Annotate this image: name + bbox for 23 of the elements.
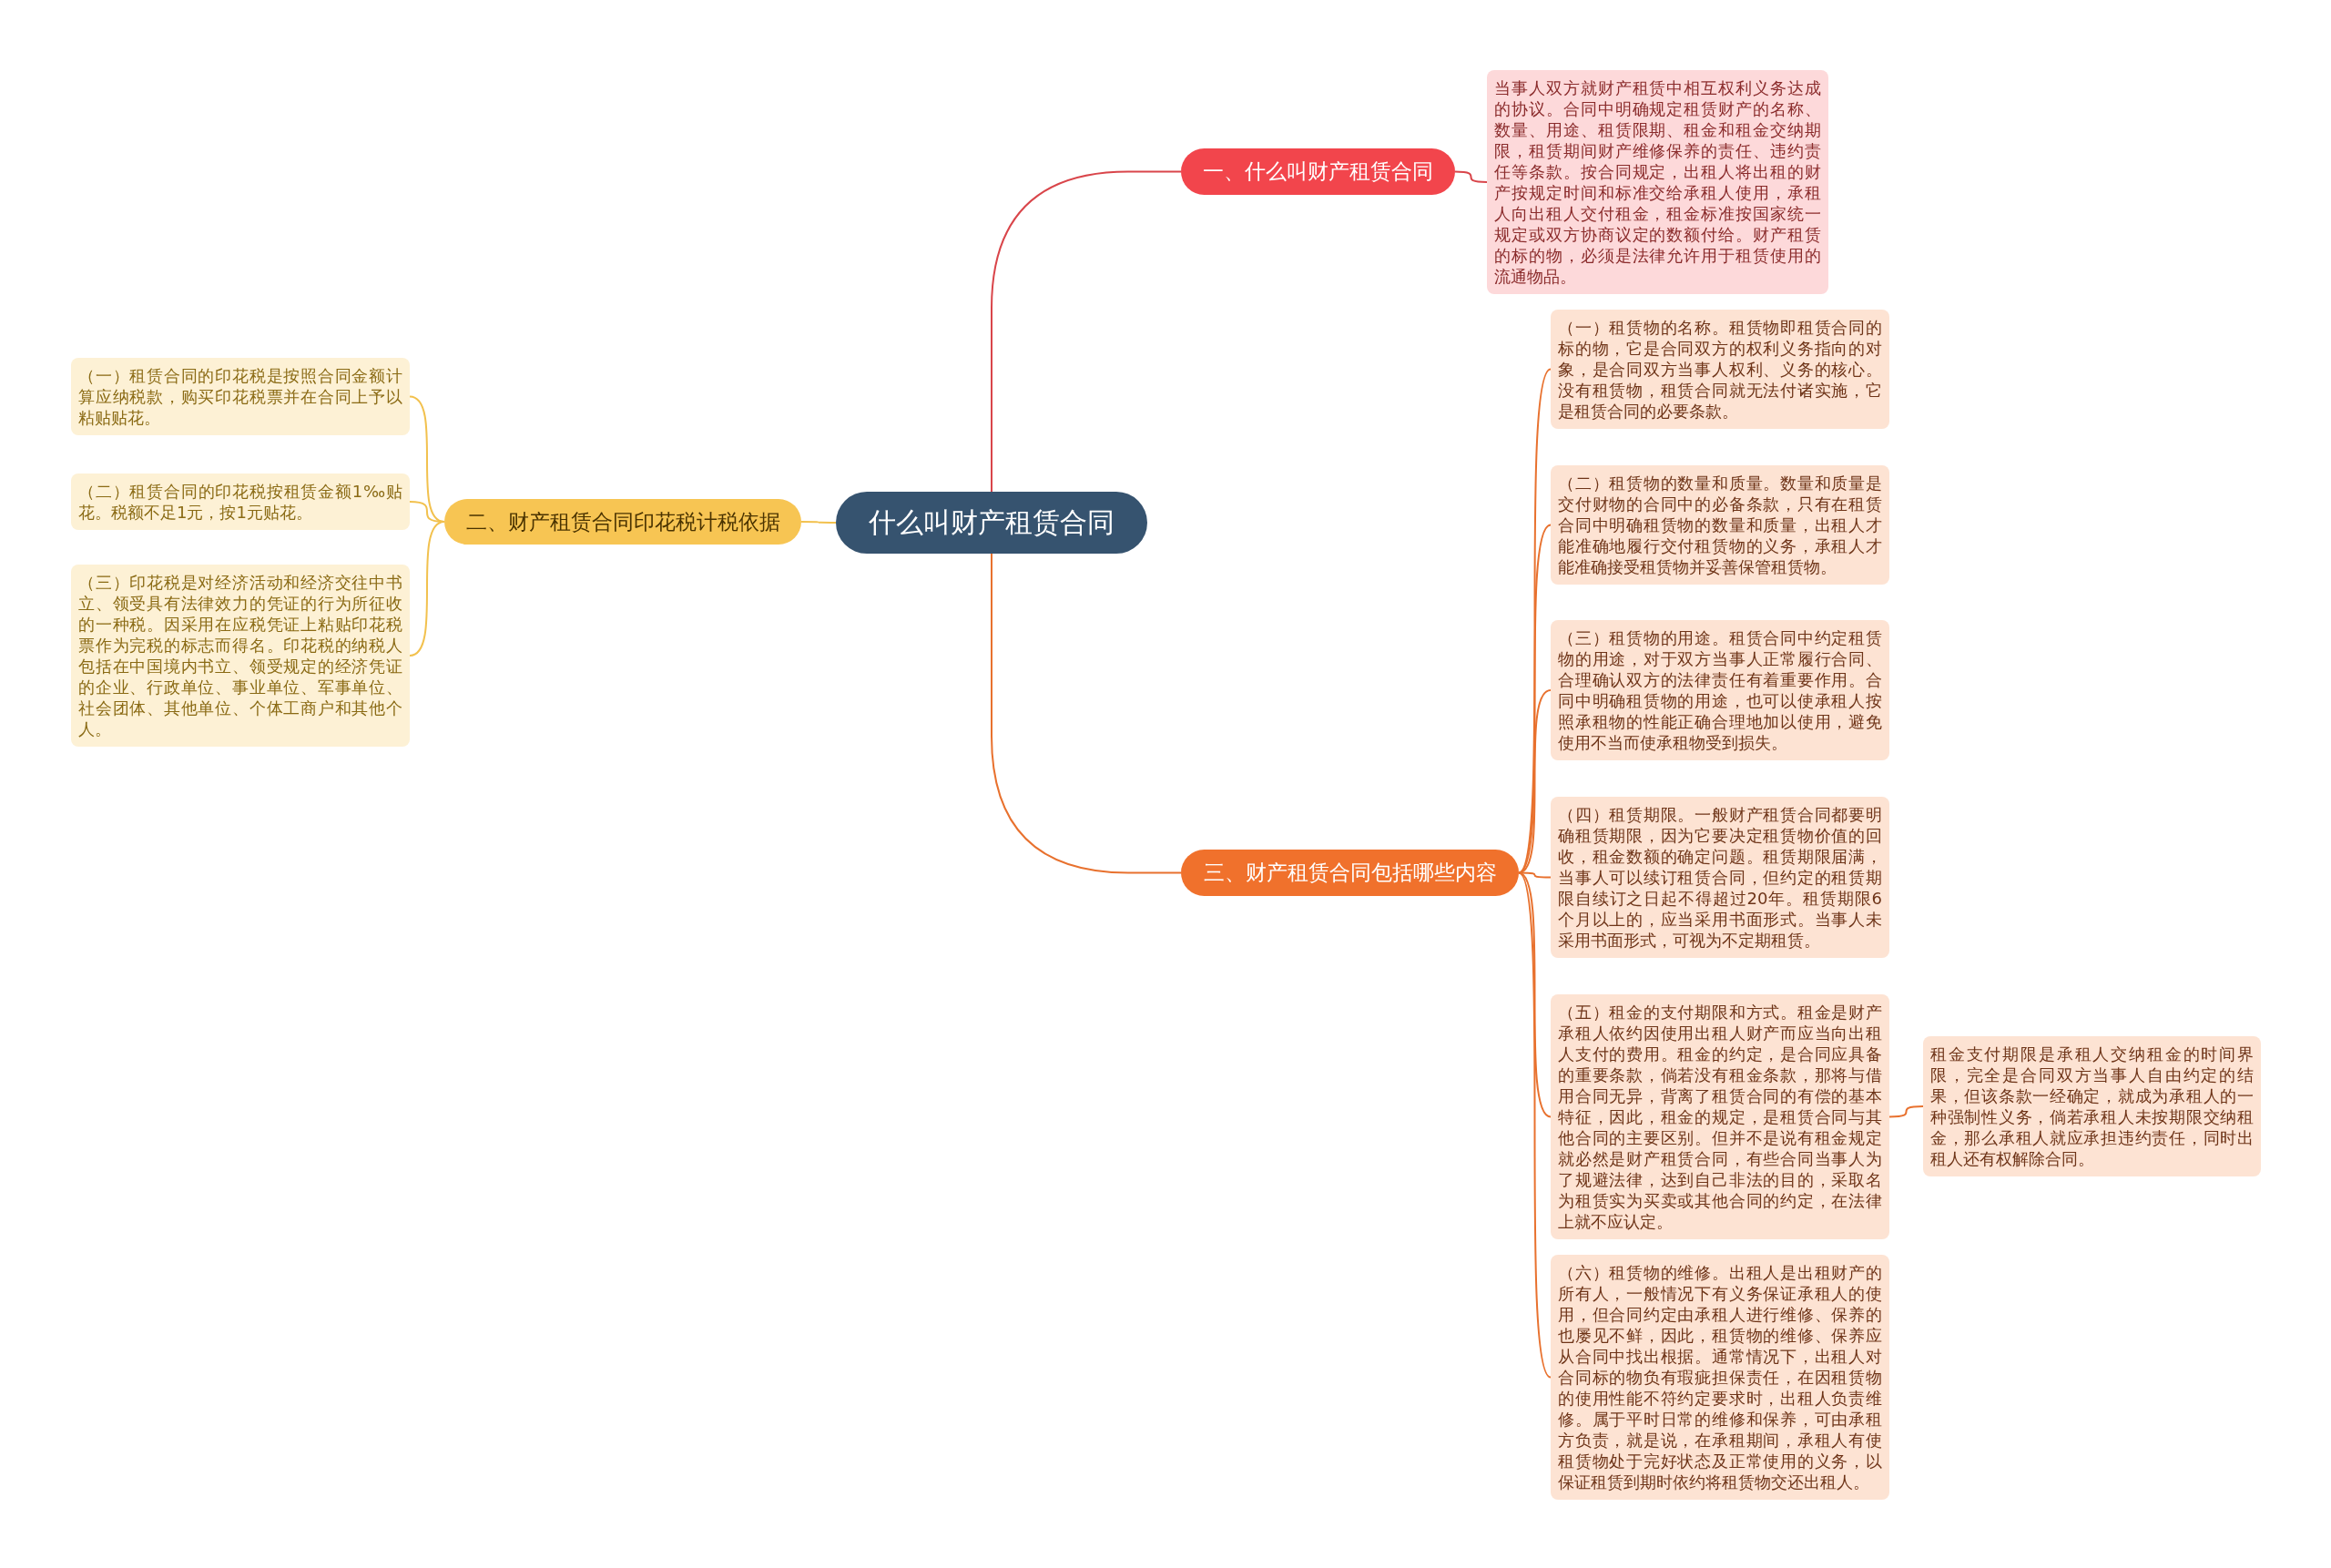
- note-box: （三）印花税是对经济活动和经济交往中书立、领受具有法律效力的凭证的行为所征收的一种税。因采用在应税凭证上粘贴印花税票作为完税的标志而得名。印花税的纳税人包括在中国境内书立、领受规定的经济凭证的企业、行政单位、事业单位、军事单位、社会团体、其他单位、个体工商户和其他个人。: [71, 565, 410, 747]
- note-box: （四）租赁期限。一般财产租赁合同都要明确租赁期限，因为它要决定租赁物价值的回收，租金数额的确定问题。租赁期限届满，当事人可以续订租赁合同，但约定的租赁期限自续订之日起不得超过20年。租赁期限6个月以上的，应当采用书面形式。当事人未采用书面形式，可视为不定期租赁。: [1551, 797, 1889, 958]
- note-box: （五）租金的支付期限和方式。租金是财产承租人依约因使用出租人财产而应当向出租人支付的费用。租金的约定，是合同应具备的重要条款，倘若没有租金条款，那将与借用合同无异，背离了租赁合同的有偿的基本特征，因此，租金的规定，是租赁合同与其他合同的主要区别。但并不是说有租金规定就必然是财产租赁合同，有些合同当事人为了规避法律，达到自己非法的目的，采取名为租赁实为买卖或其他合同的约定，在法律上就不应认定。: [1551, 994, 1889, 1239]
- connector-line: [1518, 368, 1552, 874]
- connector-line: [991, 553, 1182, 874]
- connector-line: [800, 521, 837, 524]
- note-box: 租金支付期限是承租人交纳租金的时间界限，完全是合同双方当事人自由约定的结果，但该条款一经确定，就成为承租人的一种强制性义务，倘若承租人未按期限交纳租金，那么承租人就应承担违约责任，同时出租人还有权解除合同。: [1923, 1036, 2261, 1176]
- note-box: （二）租赁合同的印花税按租赁金额1‰贴花。税额不足1元，按1元贴花。: [71, 473, 410, 530]
- topic-pill: 一、什么叫财产租赁合同: [1181, 148, 1455, 195]
- note-box: （六）租赁物的维修。出租人是出租财产的所有人，一般情况下有义务保证承租人的使用，但合同约定由承租人进行维修、保养的也屡见不鲜，因此，租赁物的维修、保养应从合同中找出根据。通常情况下，出租人对合同标的物负有瑕疵担保责任，在因租赁物的使用性能不符约定要求时，出租人负责维修。属于平时日常的维修和保养，可由承租方负责，就是说，在承租期间，承租人有使租赁物处于完好状态及正常使用的义务，以保证租赁到期时依约将租赁物交还出租人。: [1551, 1255, 1889, 1500]
- connector-line: [409, 521, 445, 657]
- note-box: （一）租赁物的名称。租赁物即租赁合同的标的物，它是合同双方的权利义务指向的对象，是合同双方当事人权利、义务的核心。没有租赁物，租赁合同就无法付诸实施，它是租赁合同的必要条款。: [1551, 310, 1889, 429]
- connector-line: [1888, 1105, 1924, 1118]
- note-box: （一）租赁合同的印花税是按照合同金额计算应纳税款，购买印花税票并在合同上予以粘贴贴花。: [71, 358, 410, 435]
- connector-line: [991, 170, 1182, 493]
- central-topic: 什么叫财产租赁合同: [836, 492, 1147, 554]
- topic-pill: 三、财产租赁合同包括哪些内容: [1181, 850, 1519, 896]
- note-box: 当事人双方就财产租赁中相互权利义务达成的协议。合同中明确规定租赁财产的名称、数量、用途、租赁限期、租金和租金交纳期限，租赁期间财产维修保养的责任、违约责任等条款。按合同规定，出租人将出租的财产按规定时间和标准交给承租人使用，承租人向出租人交付租金，租金标准按国家统一规定或双方协商议定的数额付给。财产租赁的标的物，必须是法律允许用于租赁使用的流通物品。: [1487, 70, 1828, 294]
- note-box: （二）租赁物的数量和质量。数量和质量是交付财物的合同中的必备条款，只有在租赁合同中明确租赁物的数量和质量，出租人才能准确地履行交付租赁物的义务，承租人才能准确接受租赁物并妥善保管租赁物。: [1551, 465, 1889, 585]
- connector-line: [1454, 170, 1488, 183]
- topic-pill: 二、财产租赁合同印花税计税依据: [444, 499, 801, 545]
- connector-line: [1518, 871, 1552, 1379]
- note-box: （三）租赁物的用途。租赁合同中约定租赁物的用途，对于双方当事人正常履行合同、合理确认双方的法律责任有着重要作用。合同中明确租赁物的用途，也可以使承租人按照承租物的性能正确合理地加以使用，避免使用不当而使承租物受到损失。: [1551, 620, 1889, 760]
